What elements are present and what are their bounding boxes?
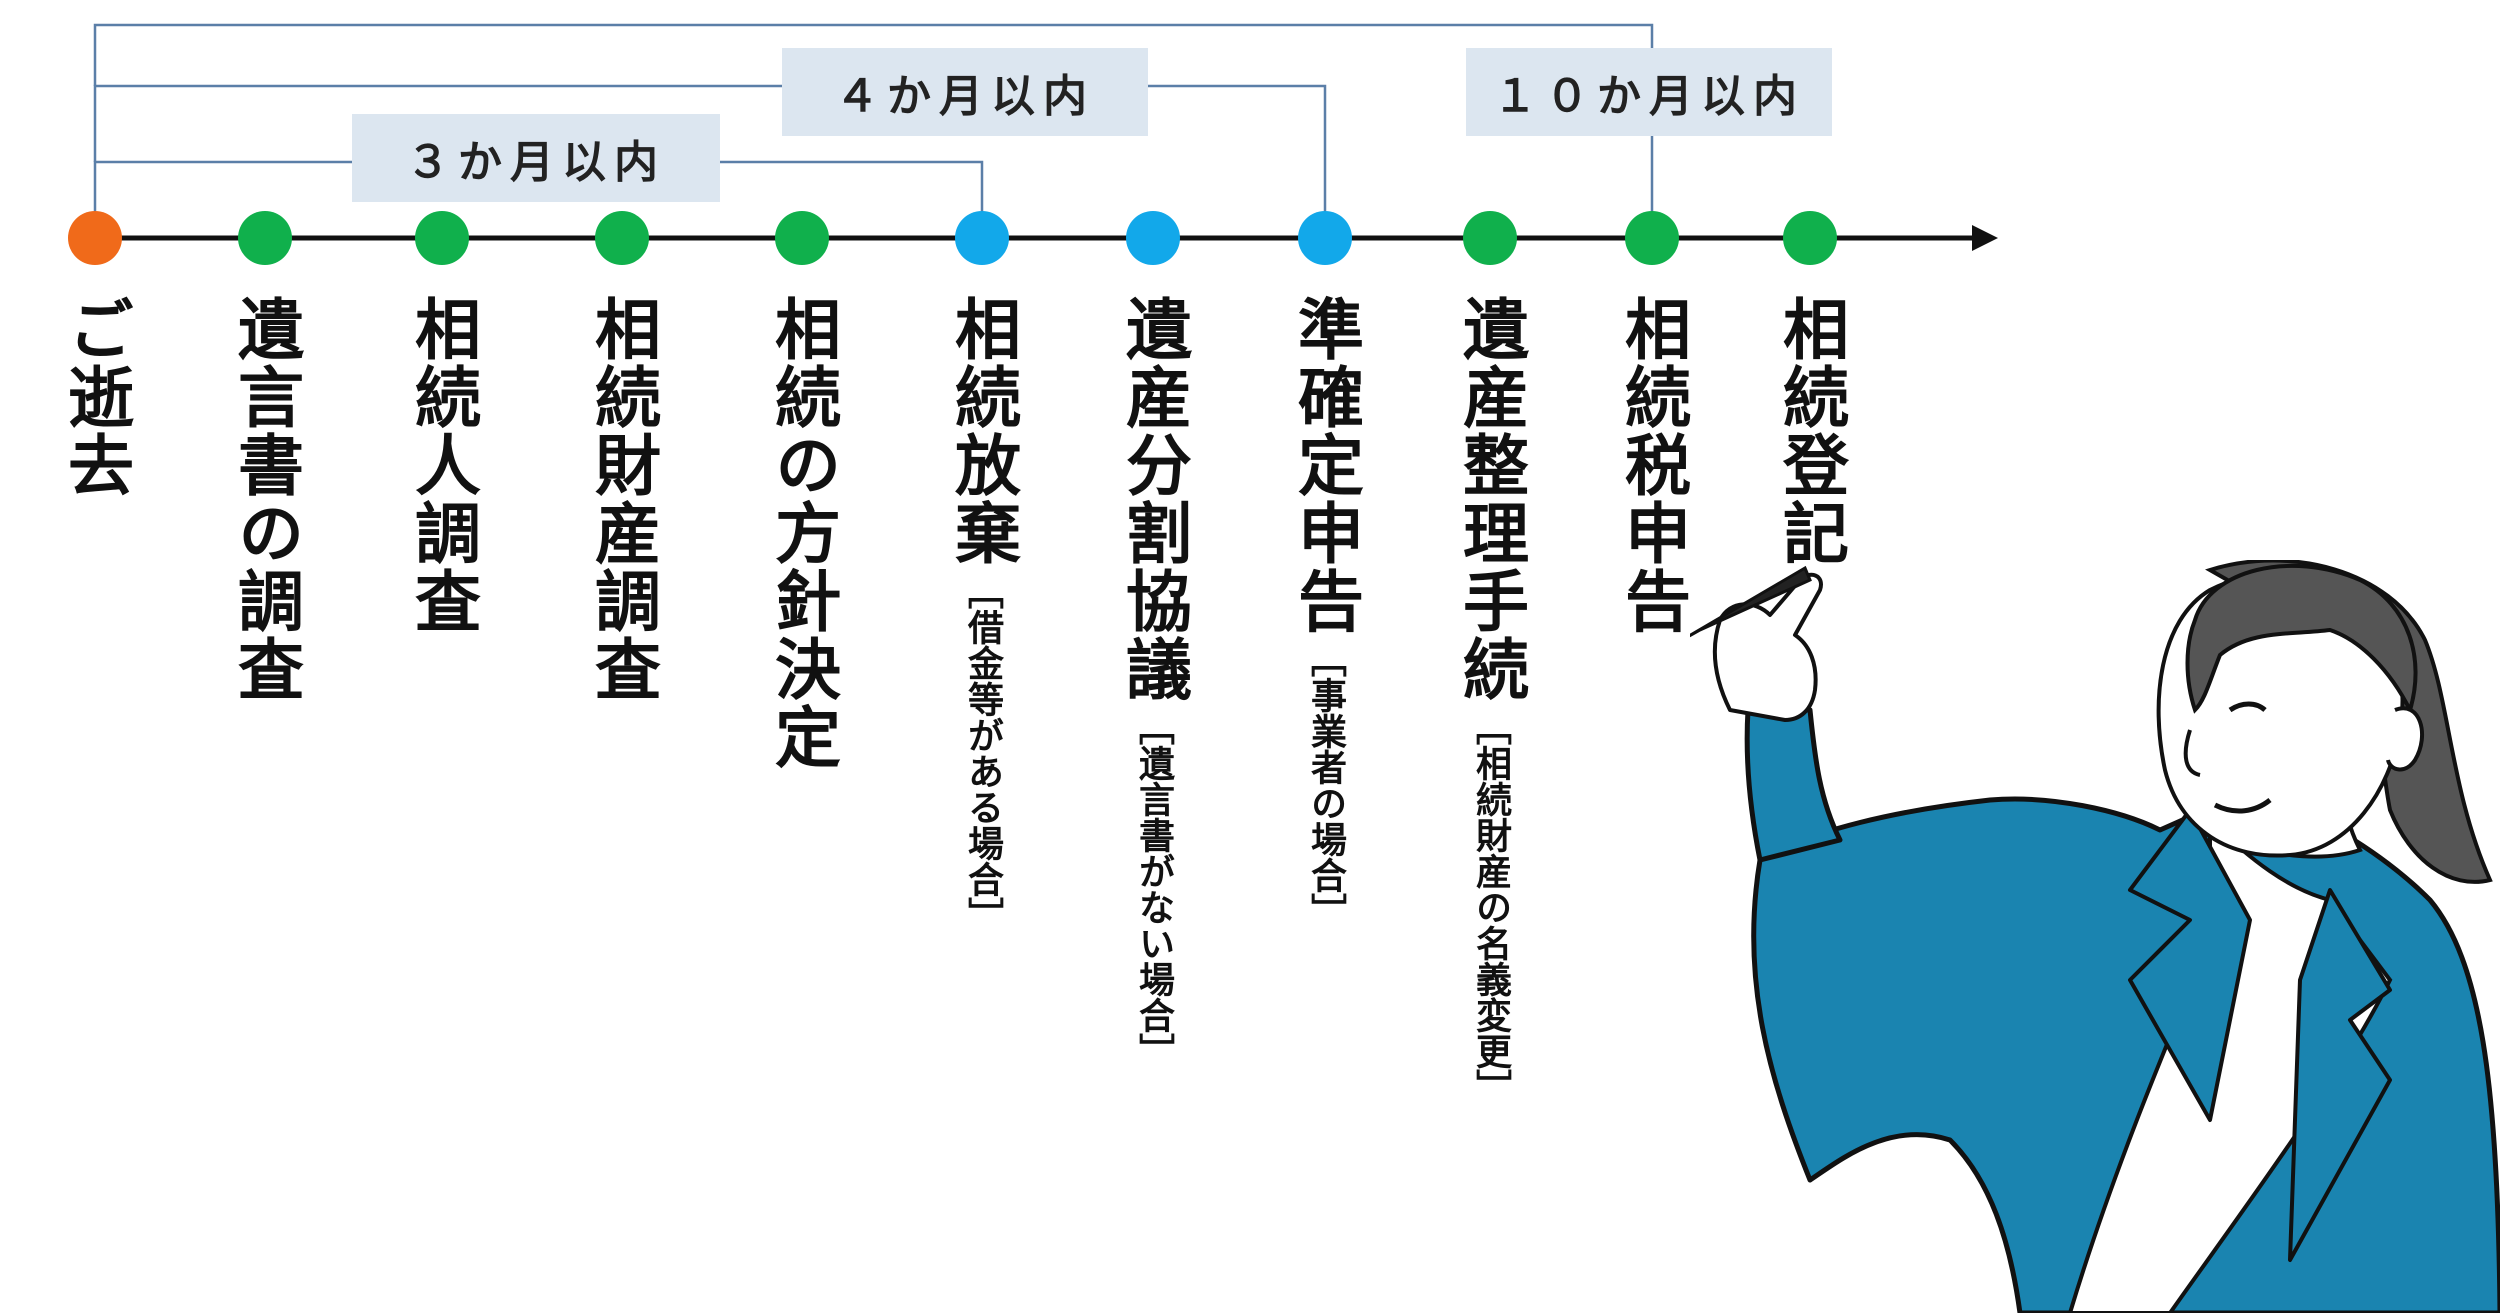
timeline-node-5: [775, 211, 829, 265]
step-label: 遺産整理手続: [1452, 295, 1529, 703]
timeline-step-5: 相続の方針決定: [764, 295, 841, 771]
step-label: 相続人調査: [404, 295, 481, 635]
step-label: ご逝去: [57, 295, 134, 499]
timeline-step-2: 遺言書の調査: [227, 295, 304, 703]
step-label: 相続の方針決定: [764, 295, 841, 771]
step-condition-note: ［遺言書がない場合］: [1133, 709, 1174, 1069]
period-label-3-months: ３か月以内: [352, 114, 720, 202]
timeline-node-3: [415, 211, 469, 265]
step-label: 遺産分割協議: [1115, 295, 1192, 703]
step-label: 相続放棄: [944, 295, 1021, 567]
timeline-node-11: [1783, 211, 1837, 265]
timeline-node-2: [238, 211, 292, 265]
presenter-with-marker-illustration: [1690, 560, 2500, 1313]
step-label: 遺言書の調査: [227, 295, 304, 703]
timeline-step-10: 相続税申告: [1614, 295, 1691, 635]
timeline-step-11: 相続登記: [1772, 295, 1849, 567]
step-label: 相続登記: [1772, 295, 1849, 567]
timeline-node-9: [1463, 211, 1517, 265]
period-label-4-months: ４か月以内: [782, 48, 1148, 136]
timeline-step-8: 準確定申告 ［事業者の場合］: [1287, 295, 1364, 929]
timeline-node-6: [955, 211, 1009, 265]
step-condition-note: ［相続財産の名義変更］: [1470, 709, 1511, 1105]
step-label: 準確定申告: [1287, 295, 1364, 635]
timeline-step-1: ご逝去: [57, 295, 134, 499]
timeline-node-7: [1126, 211, 1180, 265]
bracket-4-months: [93, 84, 1327, 235]
step-condition-note: ［借金等がある場合］: [962, 573, 1003, 933]
step-label: 相続財産調査: [584, 295, 661, 703]
step-label: 相続税申告: [1614, 295, 1691, 635]
timeline-step-6: 相続放棄 ［借金等がある場合］: [944, 295, 1021, 933]
timeline-step-7: 遺産分割協議 ［遺言書がない場合］: [1115, 295, 1192, 1069]
period-label-10-months: １０か月以内: [1466, 48, 1832, 136]
timeline-node-1: [68, 211, 122, 265]
timeline-node-8: [1298, 211, 1352, 265]
timeline-arrowhead-icon: [1972, 225, 1998, 251]
timeline-step-3: 相続人調査: [404, 295, 481, 635]
step-condition-note: ［事業者の場合］: [1305, 641, 1346, 929]
timeline-node-10: [1625, 211, 1679, 265]
timeline-step-4: 相続財産調査: [584, 295, 661, 703]
timeline-node-4: [595, 211, 649, 265]
timeline-step-9: 遺産整理手続 ［相続財産の名義変更］: [1452, 295, 1529, 1105]
